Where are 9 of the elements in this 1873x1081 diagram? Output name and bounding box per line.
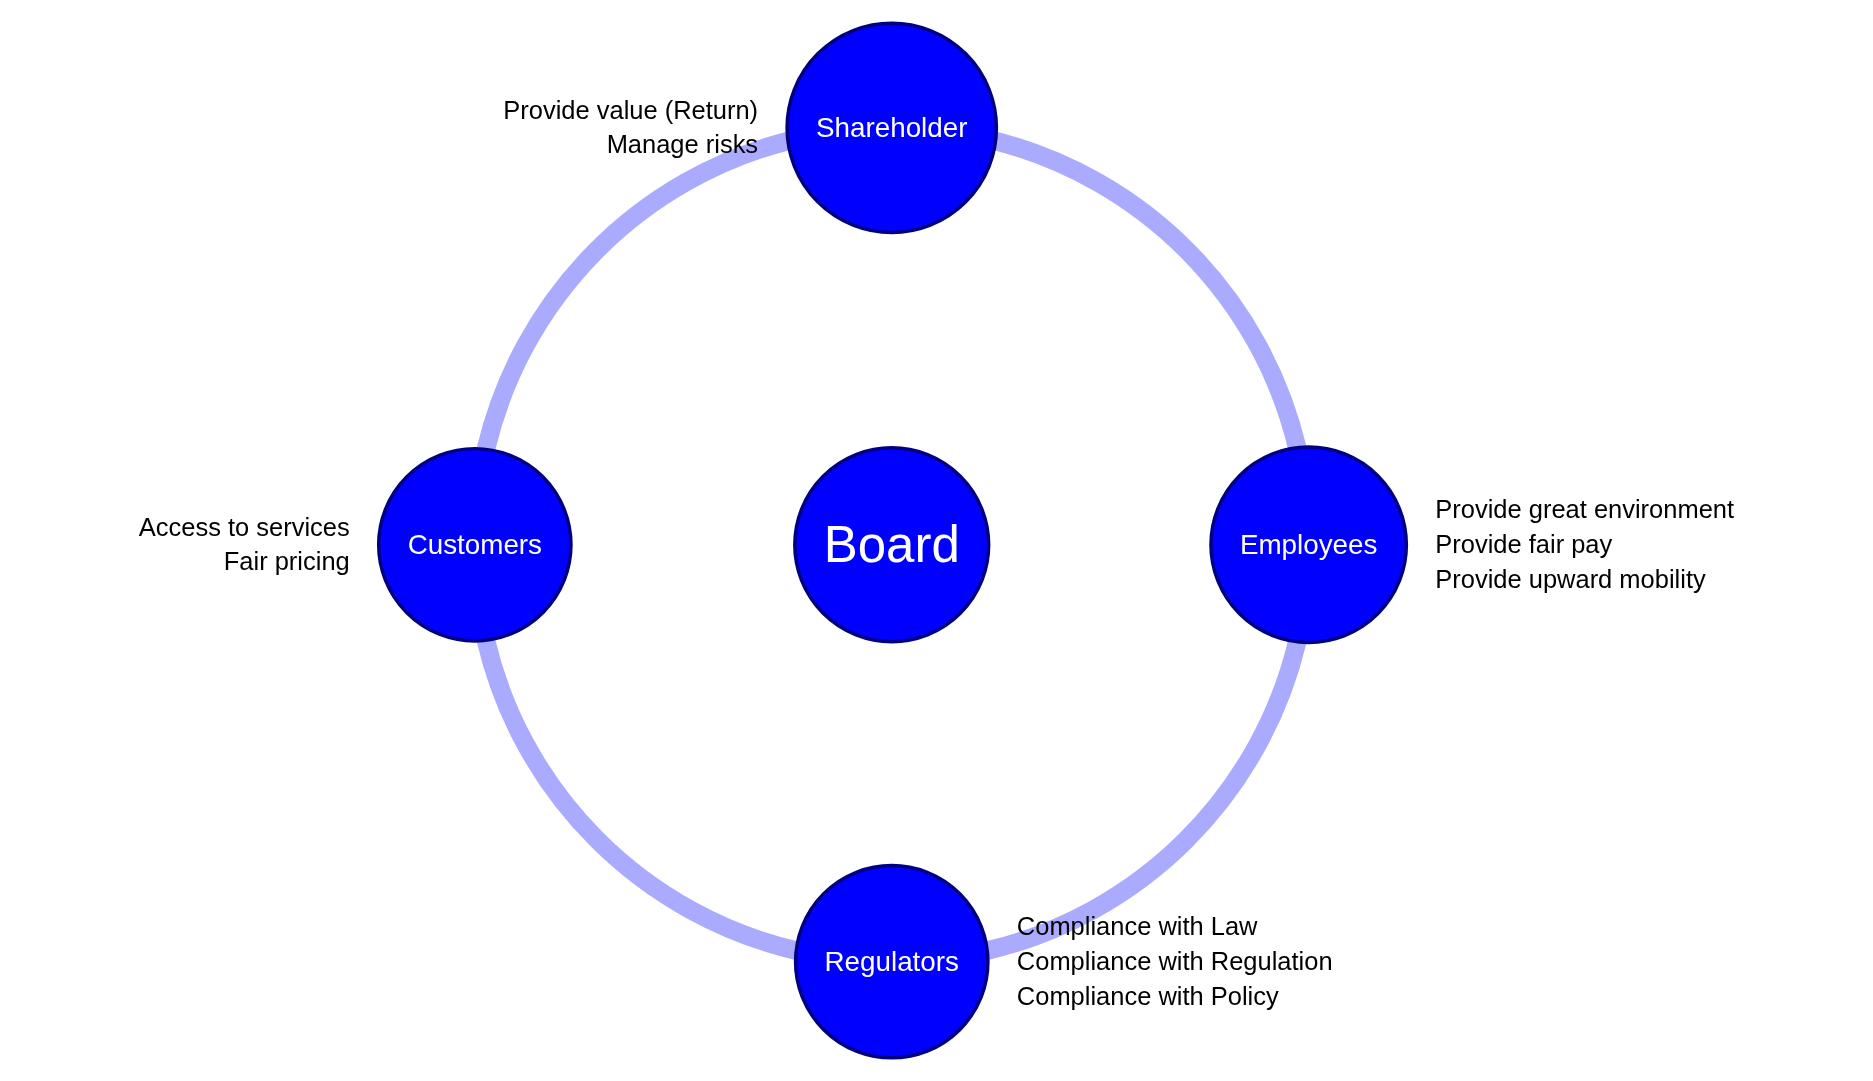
note-text: Compliance with Law Compliance with Regulation Compliance with Policy — [1016, 912, 1333, 1010]
note-text: Access to services Fair pricing — [138, 512, 350, 576]
node-circle: Board — [793, 446, 991, 644]
node-circle: Employees — [1209, 445, 1409, 645]
note-text: Provide value (Return) Manage risks — [503, 95, 759, 159]
node-circle: Customers — [376, 446, 573, 643]
node-circle: Regulators — [793, 863, 990, 1060]
note-text: Provide great environment Provide fair pay Provide upward mobility — [1435, 495, 1735, 593]
node-circle: Shareholder — [785, 21, 999, 235]
